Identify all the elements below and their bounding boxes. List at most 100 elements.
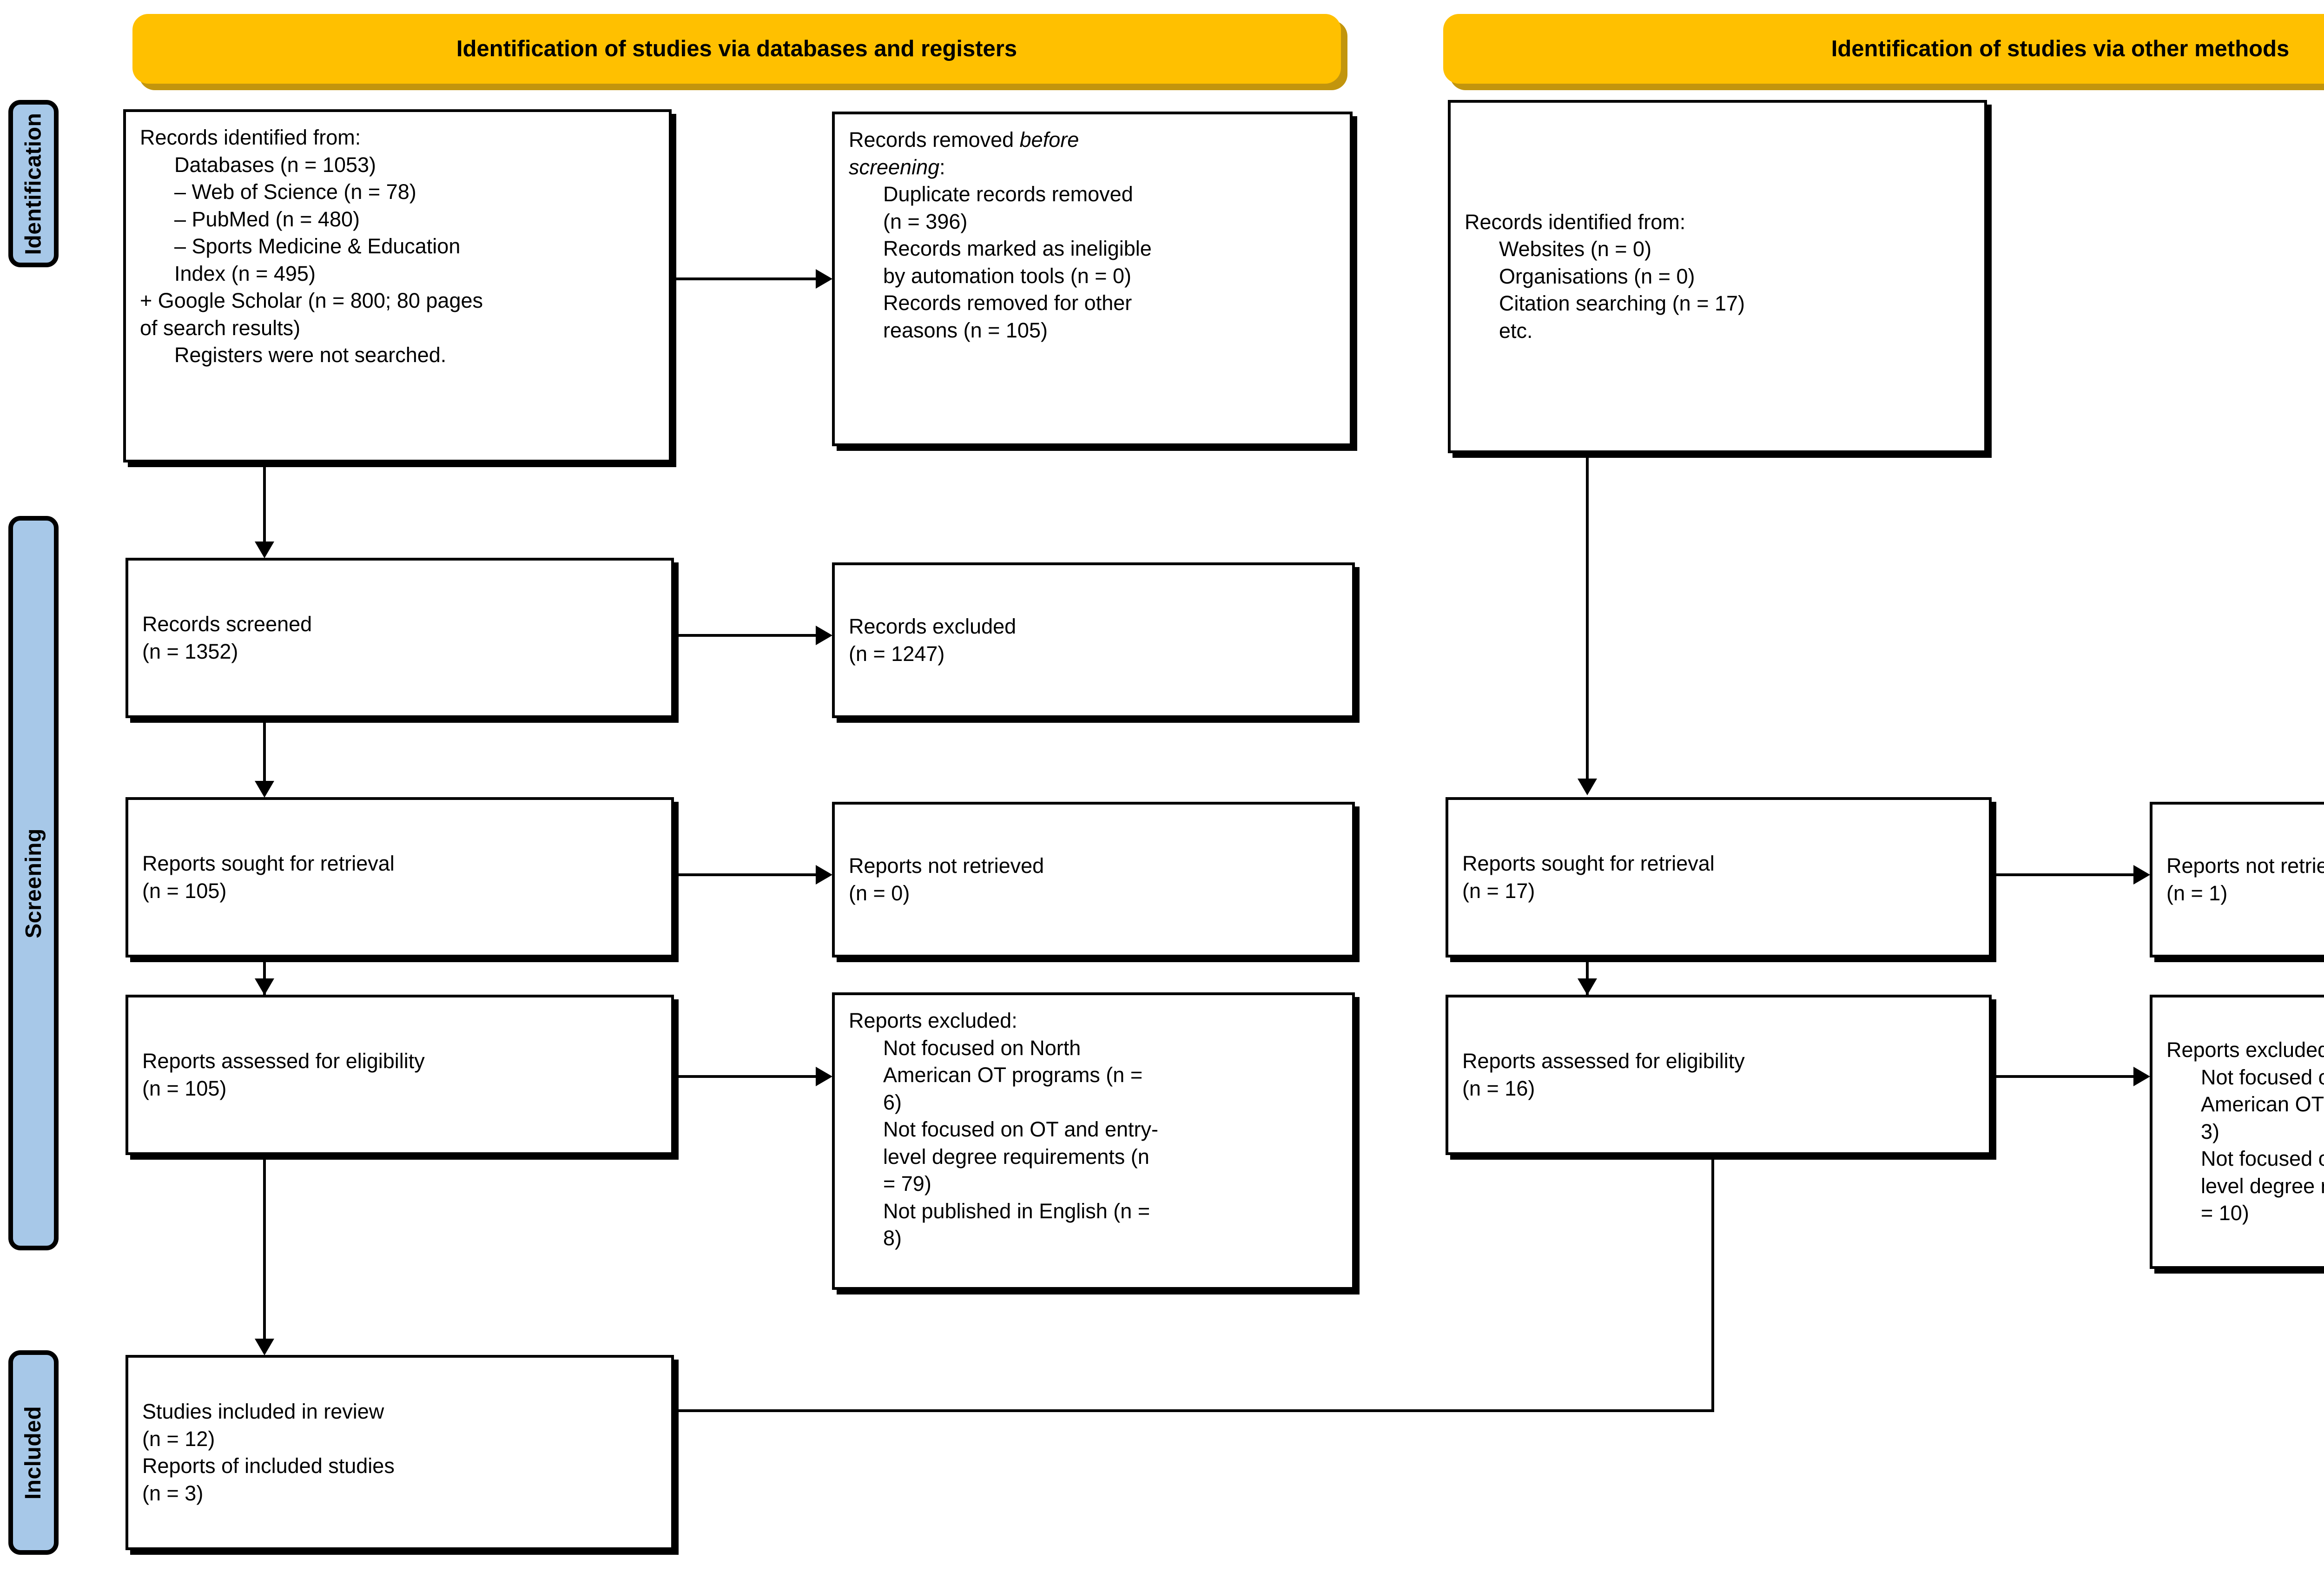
- stage-label-screening: Screening: [8, 516, 59, 1250]
- connector-right-to-studies-included: [660, 1409, 1714, 1412]
- connector-assessed-to-excluded-left: [674, 1075, 816, 1078]
- records-identified-other-line-3: Citation searching (n = 17): [1499, 291, 1745, 316]
- records-excluded-line-1: (n = 1247): [849, 641, 945, 666]
- box-studies-included: Studies included in review (n = 12) Repo…: [125, 1355, 674, 1550]
- connector-right-assessed-down: [1711, 1155, 1714, 1411]
- stage-label-included-text: Included: [21, 1406, 46, 1499]
- box-reports-assessed-left: Reports assessed for eligibility (n = 10…: [125, 995, 674, 1155]
- records-removed-line-1b: (n = 396): [883, 209, 968, 233]
- records-identified-db-line-2: – Web of Science (n = 78): [174, 180, 416, 204]
- records-identified-other-line-2: Organisations (n = 0): [1499, 264, 1695, 288]
- box-records-identified-databases: Records identified from: Databases (n = …: [123, 109, 672, 462]
- arrow-screened-to-excluded: [816, 626, 832, 645]
- reports-not-retrieved-left-line-1: (n = 0): [849, 881, 910, 905]
- records-identified-other-line-1: Websites (n = 0): [1499, 237, 1652, 261]
- reports-excluded-left-line-1: Not focused on North: [883, 1036, 1081, 1060]
- connector-assessed-to-included: [263, 1155, 266, 1339]
- connector-other-to-reports-sought: [1586, 453, 1589, 779]
- box-reports-excluded-left: Reports excluded: Not focused on North A…: [832, 992, 1355, 1290]
- banner-databases-registers-label: Identification of studies via databases …: [456, 36, 1017, 61]
- records-removed-line-3: Records removed for other: [883, 291, 1132, 315]
- reports-excluded-right-line-1b: American OT programs (n =: [2201, 1092, 2324, 1116]
- box-records-screened: Records screened (n = 1352): [125, 558, 674, 718]
- records-screened-line-0: Records screened: [142, 612, 312, 636]
- box-records-removed-before-screening: Records removed before screening: Duplic…: [832, 112, 1353, 446]
- connector-sought-to-notretrieved-left: [674, 873, 816, 876]
- records-removed-line-3b: reasons (n = 105): [883, 318, 1048, 342]
- connector-identified-to-screened: [263, 462, 266, 542]
- records-screened-line-1: (n = 1352): [142, 639, 238, 663]
- records-removed-line-2b: by automation tools (n = 0): [883, 264, 1132, 288]
- studies-included-line-3: (n = 3): [142, 1481, 204, 1505]
- reports-excluded-left-line-0: Reports excluded:: [849, 1009, 1017, 1032]
- box-records-identified-other-methods: Records identified from: Websites (n = 0…: [1448, 100, 1987, 453]
- banner-other-methods-label: Identification of studies via other meth…: [1831, 36, 2290, 61]
- reports-excluded-left-line-1c: 6): [883, 1090, 902, 1114]
- reports-sought-left-line-1: (n = 105): [142, 878, 227, 903]
- box-records-excluded: Records excluded (n = 1247): [832, 562, 1355, 718]
- stage-label-identification: Identification: [8, 100, 59, 267]
- records-identified-db-line-4: – Sports Medicine & Education: [174, 234, 461, 258]
- reports-excluded-left-line-2: Not focused on OT and entry-: [883, 1117, 1158, 1141]
- box-reports-not-retrieved-right: Reports not retrieved (n = 1): [2150, 802, 2324, 958]
- reports-sought-right-line-1: (n = 17): [1462, 878, 1535, 903]
- arrow-assessed-to-included: [255, 1339, 274, 1355]
- stage-label-included: Included: [8, 1350, 59, 1555]
- reports-sought-left-line-0: Reports sought for retrieval: [142, 852, 395, 875]
- records-identified-db-line-5b: of search results): [140, 316, 301, 340]
- box-reports-assessed-right: Reports assessed for eligibility (n = 16…: [1446, 995, 1992, 1155]
- reports-excluded-right-line-2c: = 10): [2201, 1201, 2249, 1225]
- records-removed-line-1: Duplicate records removed: [883, 182, 1133, 206]
- reports-excluded-left-line-3b: 8): [883, 1226, 902, 1250]
- records-removed-line-2: Records marked as ineligible: [883, 237, 1152, 260]
- reports-not-retrieved-left-line-0: Reports not retrieved: [849, 854, 1044, 878]
- reports-excluded-left-line-2b: level degree requirements (n: [883, 1144, 1149, 1169]
- reports-excluded-right-line-2b: level degree requirements (n: [2201, 1174, 2324, 1198]
- records-identified-db-line-0: Records identified from:: [140, 125, 361, 149]
- reports-excluded-right-line-1c: 3): [2201, 1119, 2220, 1143]
- records-identified-other-line-4: etc.: [1499, 318, 1533, 343]
- reports-excluded-left-line-2c: = 79): [883, 1172, 931, 1195]
- box-reports-sought-right: Reports sought for retrieval (n = 17): [1446, 797, 1992, 958]
- records-removed-title-2: screening:: [849, 155, 945, 179]
- arrow-assessed-to-excluded-left: [816, 1067, 832, 1086]
- reports-assessed-right-line-1: (n = 16): [1462, 1076, 1535, 1100]
- reports-excluded-right-line-2: Not focused on OT and entry-: [2201, 1147, 2324, 1171]
- banner-databases-registers: Identification of studies via databases …: [132, 14, 1341, 84]
- records-identified-db-line-1: Databases (n = 1053): [174, 152, 376, 177]
- arrow-screened-to-sought: [255, 781, 274, 798]
- connector-screened-to-sought: [263, 718, 266, 781]
- reports-assessed-right-line-0: Reports assessed for eligibility: [1462, 1049, 1745, 1073]
- connector-sought-to-notretrieved-right: [1992, 873, 2133, 876]
- reports-not-retrieved-right-line-1: (n = 1): [2166, 881, 2228, 905]
- reports-excluded-right-line-1: Not focused on North: [2201, 1065, 2324, 1089]
- arrow-assessed-to-excluded-right: [2133, 1067, 2150, 1086]
- studies-included-line-1: (n = 12): [142, 1426, 215, 1451]
- records-identified-db-line-5: + Google Scholar (n = 800; 80 pages: [140, 289, 483, 312]
- studies-included-line-2: Reports of included studies: [142, 1454, 395, 1478]
- connector-screened-to-excluded: [674, 634, 816, 637]
- arrow-other-to-reports-sought: [1578, 779, 1597, 795]
- arrow-sought-to-assessed-right: [1578, 978, 1597, 995]
- box-reports-not-retrieved-left: Reports not retrieved (n = 0): [832, 802, 1355, 958]
- arrow-sought-to-assessed-left: [255, 978, 274, 995]
- stage-label-screening-text: Screening: [21, 828, 46, 938]
- reports-assessed-left-line-1: (n = 105): [142, 1076, 227, 1100]
- arrow-identified-to-removed: [816, 269, 832, 289]
- reports-excluded-right-line-0: Reports excluded:: [2166, 1038, 2324, 1062]
- reports-not-retrieved-right-line-0: Reports not retrieved: [2166, 854, 2324, 878]
- reports-excluded-left-line-1b: American OT programs (n =: [883, 1063, 1143, 1087]
- connector-assessed-to-excluded-right: [1992, 1075, 2133, 1078]
- arrow-sought-to-notretrieved-left: [816, 865, 832, 885]
- records-identified-db-line-4b: Index (n = 495): [174, 261, 316, 285]
- records-removed-title: Records removed before: [849, 128, 1079, 152]
- records-identified-db-line-3: – PubMed (n = 480): [174, 207, 360, 231]
- records-identified-other-line-0: Records identified from:: [1465, 210, 1686, 234]
- stage-label-identification-text: Identification: [21, 112, 46, 255]
- reports-excluded-left-line-3: Not published in English (n =: [883, 1199, 1150, 1223]
- connector-identified-to-removed: [672, 277, 816, 280]
- records-identified-db-line-6: Registers were not searched.: [174, 343, 447, 367]
- arrow-identified-to-screened: [255, 542, 274, 558]
- arrow-sought-to-notretrieved-right: [2133, 865, 2150, 885]
